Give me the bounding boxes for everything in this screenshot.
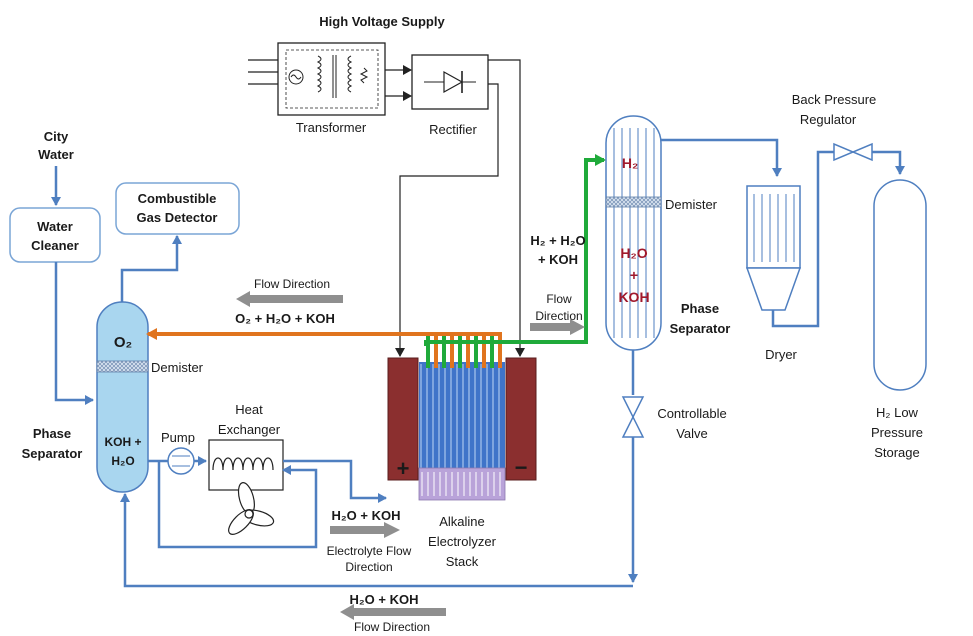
flow-direction-mid-label-2: Direction bbox=[535, 309, 582, 323]
flow-direction-bottom-label: Flow Direction bbox=[354, 620, 430, 634]
combustible-label-1: Combustible bbox=[138, 191, 217, 206]
heat-exchanger-label-2: Exchanger bbox=[218, 422, 281, 437]
electrolyte-flow-label-1: Electrolyte Flow bbox=[327, 544, 412, 558]
o2-stream-label: O₂ + H₂O + KOH bbox=[235, 311, 335, 326]
koh-separator-right-label: KOH bbox=[618, 289, 649, 305]
demister-right-label: Demister bbox=[665, 197, 718, 212]
water-cleaner-label-2: Cleaner bbox=[31, 238, 79, 253]
stack-label-1: Alkaline bbox=[439, 514, 485, 529]
koh-separator-label-2: H₂O bbox=[111, 454, 134, 468]
stack-label-2: Electrolyzer bbox=[428, 534, 497, 549]
koh-separator-label-1: KOH + bbox=[104, 435, 141, 449]
h2-storage-tank bbox=[873, 179, 927, 391]
h2-stream-label-1: H₂ + H₂O bbox=[530, 233, 585, 248]
back-pressure-label-2: Regulator bbox=[800, 112, 857, 127]
pump-label: Pump bbox=[161, 430, 195, 445]
controllable-valve-icon bbox=[621, 396, 645, 438]
phase-separator-right-label-1: Phase bbox=[681, 301, 719, 316]
plus-separator-label: + bbox=[630, 267, 638, 283]
h2-separator-label: H₂ bbox=[622, 155, 638, 171]
demister-left-label: Demister bbox=[151, 360, 204, 375]
water-cleaner bbox=[9, 207, 101, 263]
h2-storage-label-2: Pressure bbox=[871, 425, 923, 440]
o2-separator-label: O₂ bbox=[114, 334, 132, 351]
controllable-valve-label-2: Valve bbox=[676, 426, 708, 441]
left-phase-separator bbox=[96, 301, 149, 493]
h2-stream-label-2: + KOH bbox=[538, 252, 578, 267]
rectifier bbox=[411, 54, 489, 110]
back-pressure-regulator-icon bbox=[833, 142, 873, 162]
high-voltage-supply-label: High Voltage Supply bbox=[319, 14, 445, 29]
flow-direction-mid-label-1: Flow bbox=[546, 292, 572, 306]
pipe-h2-line bbox=[424, 154, 606, 346]
city-label: City bbox=[44, 129, 69, 144]
fan-icon bbox=[228, 482, 275, 535]
electrolyte-flow-label-2: Direction bbox=[345, 560, 392, 574]
plus-terminal-label: + bbox=[397, 456, 410, 481]
water-cleaner-label-1: Water bbox=[37, 219, 73, 234]
combustible-label-2: Gas Detector bbox=[137, 210, 218, 225]
back-pressure-label-1: Back Pressure bbox=[792, 92, 877, 107]
heat-exchanger bbox=[208, 439, 284, 491]
flow-arrow-top bbox=[236, 291, 343, 307]
pipe-regulator-to-storage bbox=[872, 150, 905, 175]
flow-direction-top-label: Flow Direction bbox=[254, 277, 330, 291]
wire-to-anode bbox=[395, 83, 499, 357]
wire-to-cathode bbox=[488, 59, 525, 357]
h2-storage-label-1: H₂ Low bbox=[876, 405, 919, 420]
h2o-separator-label: H₂O bbox=[620, 245, 647, 261]
phase-separator-left-label-2: Separator bbox=[22, 446, 83, 461]
flow-arrow-mid-right bbox=[530, 319, 585, 335]
heat-exchanger-label-1: Heat bbox=[235, 402, 263, 417]
phase-separator-left-label-1: Phase bbox=[33, 426, 71, 441]
dryer-label: Dryer bbox=[765, 347, 797, 362]
minus-terminal-label: − bbox=[515, 455, 528, 480]
pipe-separator-to-dryer bbox=[661, 138, 782, 177]
right-phase-separator bbox=[605, 115, 662, 351]
pump bbox=[167, 447, 195, 475]
stack-label-3: Stack bbox=[446, 554, 479, 569]
transformer-label: Transformer bbox=[296, 120, 367, 135]
h2o-koh-bottom-label: H₂O + KOH bbox=[350, 592, 419, 607]
pipe-dryer-to-regulator bbox=[771, 150, 834, 328]
combustible-gas-detector bbox=[115, 182, 240, 235]
pipe-exchanger-to-stack bbox=[283, 459, 387, 503]
pipe-cleaner-to-separator bbox=[54, 262, 94, 405]
flow-arrow-bottom bbox=[340, 604, 446, 620]
h2o-koh-mid-label: H₂O + KOH bbox=[332, 508, 401, 523]
controllable-valve-label-1: Controllable bbox=[657, 406, 726, 421]
flow-arrow-mid bbox=[330, 522, 400, 538]
h2-storage-label-3: Storage bbox=[874, 445, 920, 460]
transformer bbox=[248, 42, 386, 116]
pipe-return-line bbox=[120, 493, 633, 588]
phase-separator-right-label-2: Separator bbox=[670, 321, 731, 336]
rectifier-label: Rectifier bbox=[429, 122, 477, 137]
dryer bbox=[745, 185, 802, 311]
pipe-separator-to-detector bbox=[120, 235, 182, 303]
pipe-bypass-loop bbox=[157, 461, 318, 549]
water-label: Water bbox=[38, 147, 74, 162]
electrolyzer-stack bbox=[387, 332, 537, 501]
